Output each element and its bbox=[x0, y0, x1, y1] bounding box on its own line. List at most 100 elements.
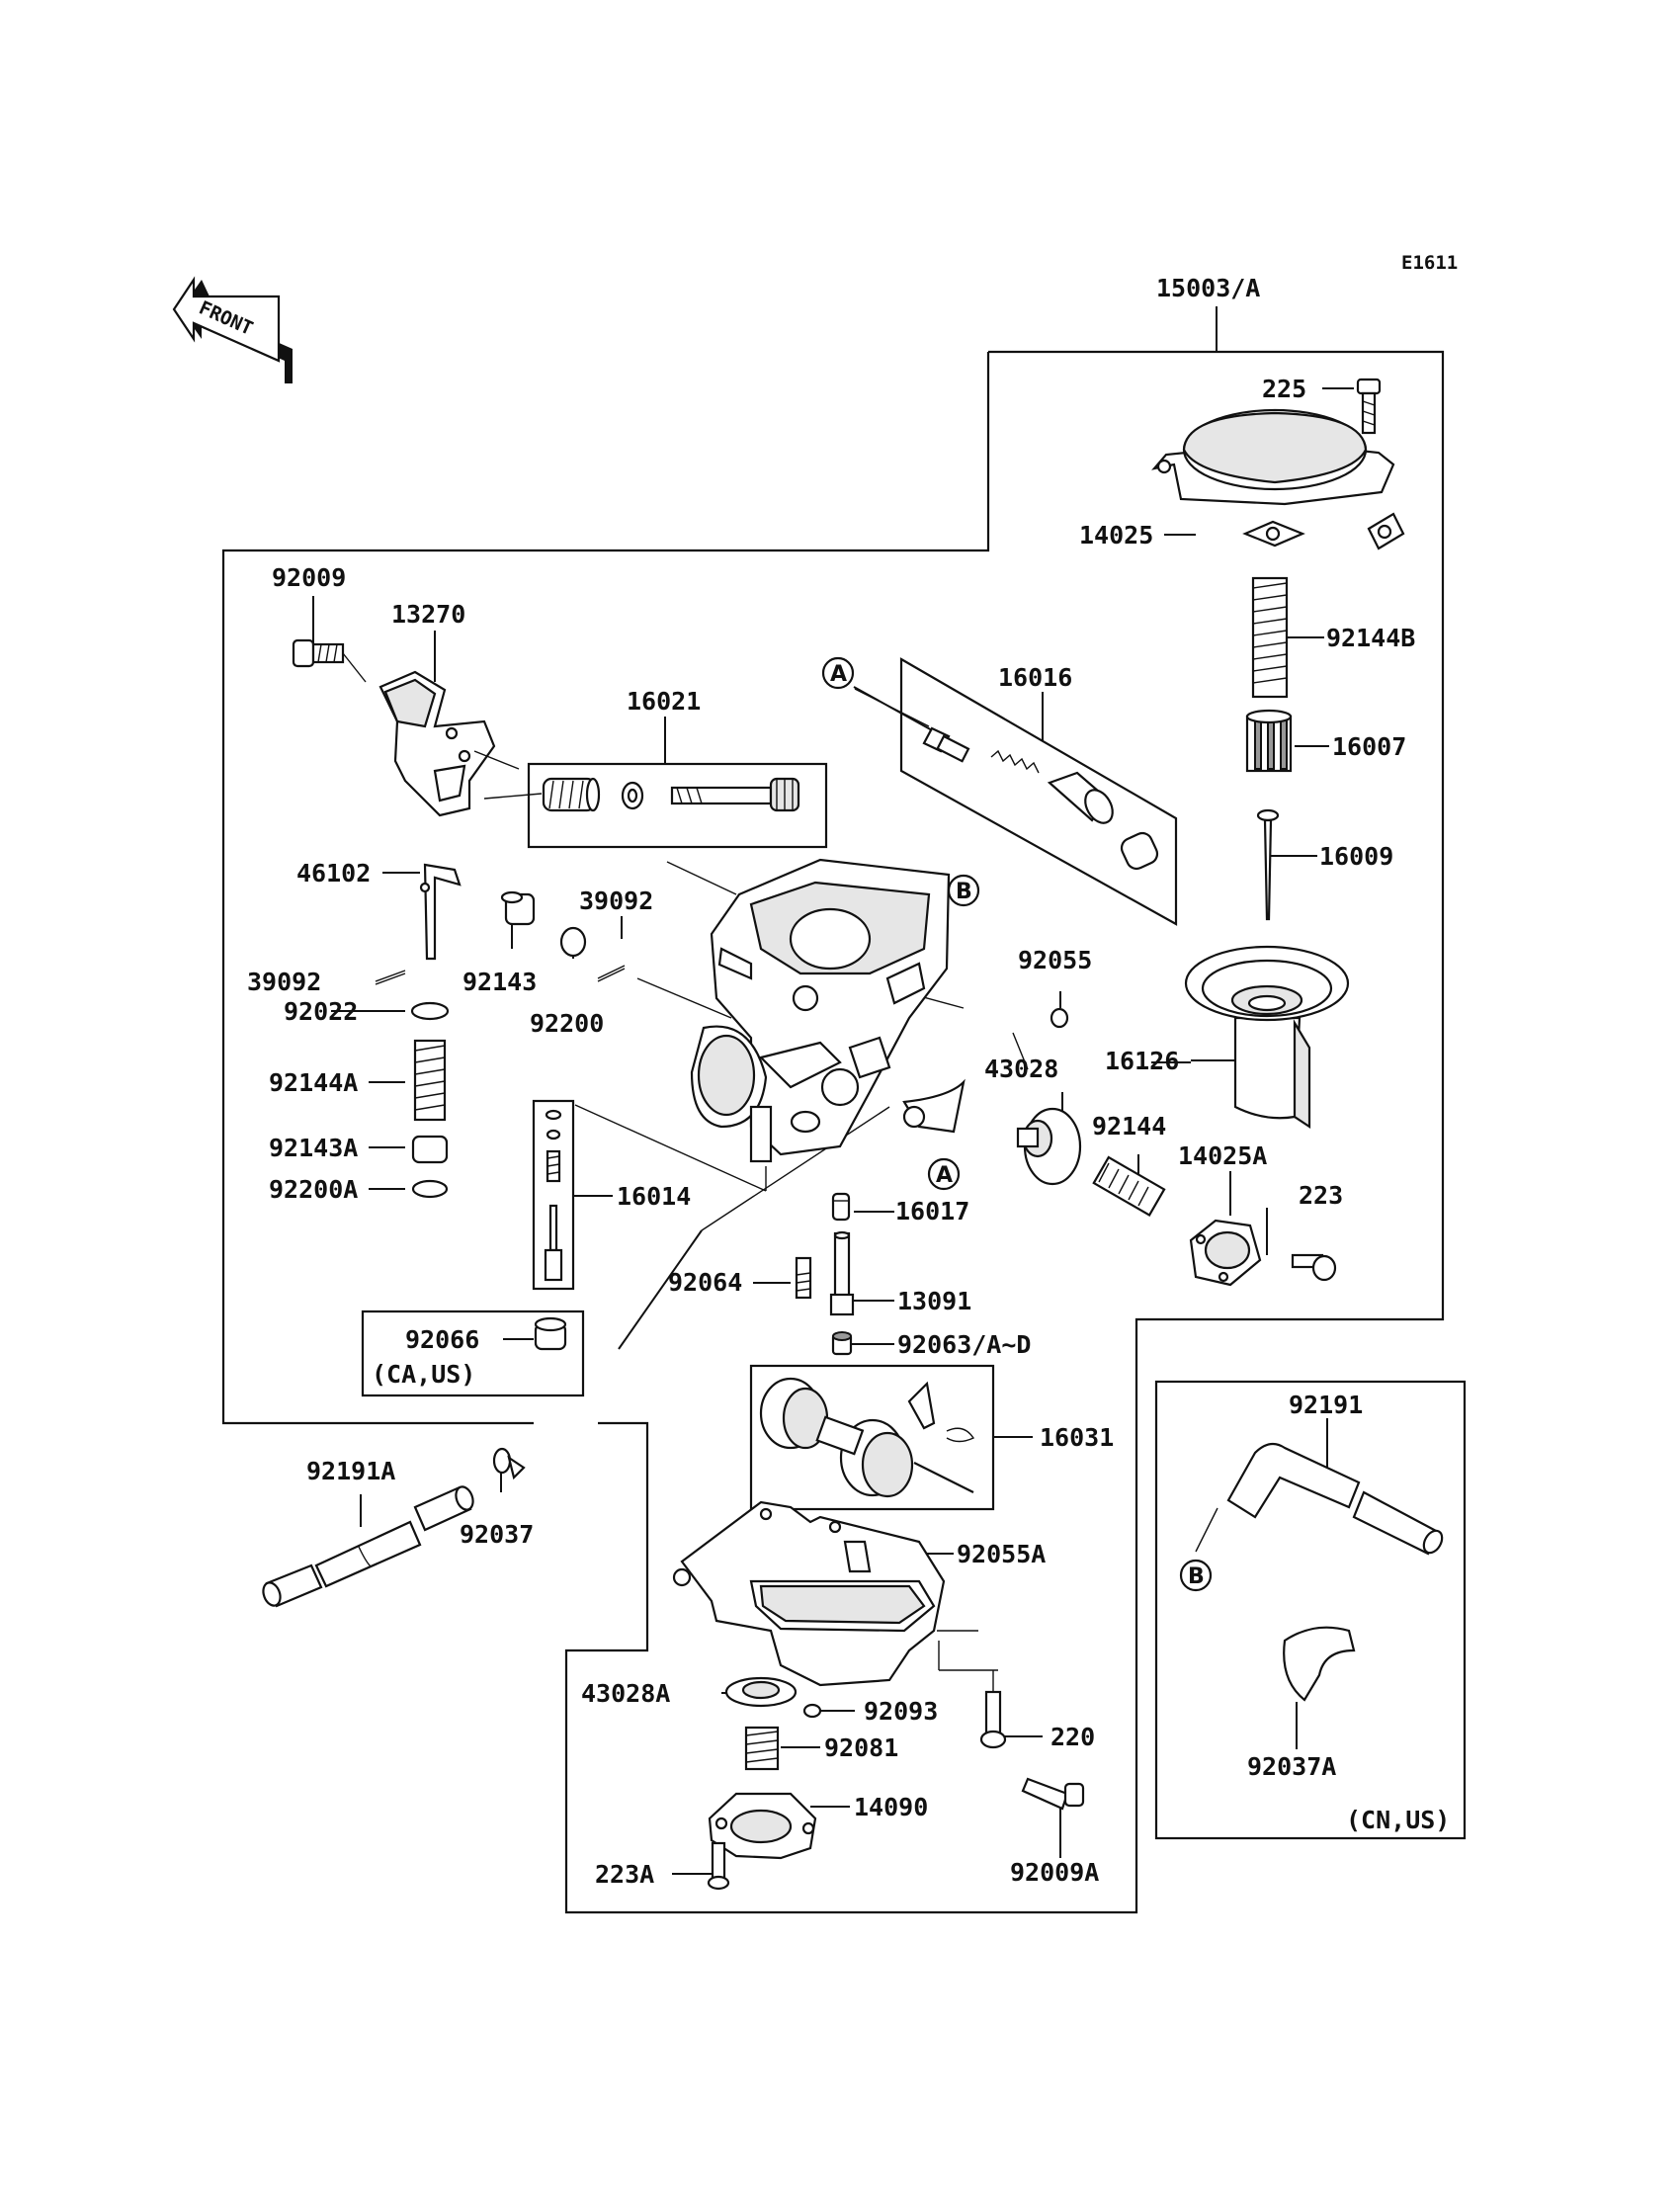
oring-92093-icon bbox=[802, 1703, 822, 1719]
label-92191: 92191 bbox=[1289, 1391, 1363, 1419]
label-39092-left: 39092 bbox=[247, 968, 321, 996]
throttle-screw-16021-icon bbox=[542, 777, 800, 812]
collar-92143a-icon bbox=[411, 1135, 449, 1164]
svg-text:B: B bbox=[1188, 1564, 1205, 1589]
hose-92191a-icon bbox=[262, 1485, 474, 1608]
label-92093: 92093 bbox=[864, 1697, 938, 1726]
float-bowl-icon bbox=[672, 1500, 946, 1687]
spring-92144a-icon bbox=[413, 1039, 447, 1122]
label-92191a: 92191A bbox=[306, 1457, 395, 1485]
label-16017: 16017 bbox=[895, 1197, 969, 1225]
screw-223-icon bbox=[1291, 1253, 1337, 1282]
label-43028: 43028 bbox=[984, 1055, 1058, 1083]
label-43028a: 43028A bbox=[581, 1679, 670, 1708]
bracket-13270-icon bbox=[378, 670, 543, 817]
svg-text:A: A bbox=[936, 1163, 953, 1188]
label-92009: 92009 bbox=[272, 563, 346, 592]
label-16031: 16031 bbox=[1040, 1423, 1114, 1452]
label-13270: 13270 bbox=[391, 600, 465, 629]
pin-39092-left-icon bbox=[375, 970, 406, 985]
spring-92081-icon bbox=[744, 1726, 780, 1771]
main-group-outline bbox=[221, 306, 1445, 1914]
vacuum-piston-16126-icon bbox=[1184, 945, 1350, 1130]
float-16031-icon bbox=[759, 1377, 975, 1498]
screw-223a-icon bbox=[707, 1841, 730, 1891]
label-220: 220 bbox=[1050, 1723, 1095, 1751]
label-92055: 92055 bbox=[1018, 946, 1092, 974]
cap-92066-icon bbox=[534, 1316, 567, 1351]
label-92143a: 92143A bbox=[269, 1134, 358, 1162]
top-cover-14025-icon bbox=[1151, 408, 1405, 550]
label-92055a: 92055A bbox=[957, 1540, 1046, 1568]
group-16016-box bbox=[899, 657, 1178, 926]
label-92144b: 92144B bbox=[1326, 624, 1415, 652]
label-16016: 16016 bbox=[998, 663, 1072, 692]
needle-jet-13091-icon bbox=[829, 1230, 855, 1316]
main-jet-92063-icon bbox=[831, 1331, 853, 1356]
group-92191-box bbox=[1154, 1380, 1467, 1840]
label-92037a: 92037A bbox=[1247, 1752, 1336, 1781]
label-92144a: 92144A bbox=[269, 1068, 358, 1097]
label-16126: 16126 bbox=[1105, 1047, 1179, 1075]
hose-92191-icon bbox=[1226, 1442, 1444, 1556]
screw-92009a-icon bbox=[1021, 1777, 1085, 1811]
label-16014: 16014 bbox=[617, 1182, 691, 1211]
part-labels: 15003/A 225 14025 92144B 16007 16009 161… bbox=[247, 274, 1450, 1889]
collar-92143-icon bbox=[500, 890, 536, 926]
spring-92144-icon bbox=[1092, 1155, 1166, 1217]
label-13091: 13091 bbox=[897, 1287, 971, 1315]
washer-92022-icon bbox=[410, 1001, 450, 1021]
label-39092-top: 39092 bbox=[579, 887, 653, 915]
washer-92200-icon bbox=[559, 926, 587, 958]
label-16021: 16021 bbox=[627, 687, 701, 716]
diaphragm-43028-icon bbox=[1016, 1107, 1082, 1186]
label-16009: 16009 bbox=[1319, 842, 1393, 871]
svg-text:B: B bbox=[956, 880, 972, 904]
ref-circle-b-top: B bbox=[947, 874, 980, 907]
label-14025: 14025 bbox=[1079, 521, 1153, 549]
label-92144: 92144 bbox=[1092, 1112, 1166, 1141]
ref-circle-a-top: A bbox=[821, 656, 855, 690]
label-92200: 92200 bbox=[530, 1009, 604, 1038]
group-16021-box bbox=[527, 762, 828, 849]
label-92022: 92022 bbox=[284, 997, 358, 1026]
plug-16017-icon bbox=[831, 1192, 851, 1222]
diagram-code: E1611 bbox=[1401, 252, 1458, 274]
oring-92055-icon bbox=[1050, 1007, 1069, 1029]
diaphragm-43028a-icon bbox=[724, 1676, 798, 1708]
cover-14025a-icon bbox=[1189, 1219, 1262, 1287]
jet-92064-icon bbox=[795, 1256, 812, 1300]
label-46102: 46102 bbox=[296, 859, 371, 887]
label-15003: 15003/A bbox=[1156, 274, 1260, 302]
group-92066-box bbox=[361, 1310, 585, 1397]
label-14025a: 14025A bbox=[1178, 1141, 1267, 1170]
clip-92037a-icon bbox=[1283, 1626, 1356, 1702]
label-92063: 92063/A~D bbox=[897, 1330, 1031, 1359]
ref-circle-b-bottom: B bbox=[1179, 1559, 1213, 1592]
pin-39092-right-icon bbox=[597, 965, 626, 982]
jet-needle-16009-icon bbox=[1256, 808, 1280, 921]
label-92081: 92081 bbox=[824, 1733, 898, 1762]
label-92200a: 92200A bbox=[269, 1175, 358, 1204]
carburetor-body-icon bbox=[690, 858, 966, 1163]
label-225: 225 bbox=[1262, 375, 1306, 403]
label-92037: 92037 bbox=[460, 1520, 534, 1549]
label-92143: 92143 bbox=[462, 968, 537, 996]
label-92064: 92064 bbox=[668, 1268, 742, 1297]
label-223a: 223A bbox=[595, 1860, 654, 1889]
label-92009a: 92009A bbox=[1010, 1858, 1099, 1887]
screw-220-icon bbox=[979, 1690, 1007, 1749]
bolt-92009-icon bbox=[292, 638, 367, 683]
starter-plunger-16016-icon bbox=[922, 726, 1159, 871]
needle-holder-16007-icon bbox=[1245, 709, 1293, 773]
label-16007: 16007 bbox=[1332, 732, 1406, 761]
screw-225-icon bbox=[1356, 378, 1382, 435]
front-arrow-icon: FRONT bbox=[172, 276, 293, 383]
washer-92200a-icon bbox=[411, 1179, 449, 1199]
label-cn-us: (CN,US) bbox=[1346, 1806, 1450, 1834]
label-223: 223 bbox=[1299, 1181, 1343, 1210]
ref-circle-a-bottom: A bbox=[927, 1157, 961, 1191]
spring-92144b-icon bbox=[1251, 576, 1289, 699]
label-92066: 92066 bbox=[405, 1325, 479, 1354]
